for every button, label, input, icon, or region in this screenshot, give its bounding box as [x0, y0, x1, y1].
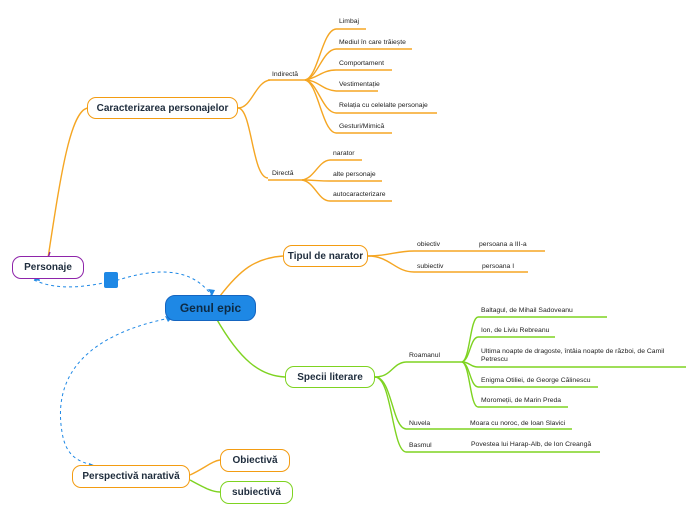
roman-item[interactable]: Ultima noapte de dragoste, întâia noapte…: [481, 348, 665, 363]
topic-personaje[interactable]: Personaje: [12, 256, 84, 279]
subtopic-basmul[interactable]: Basmul: [409, 442, 432, 449]
roman-item[interactable]: Enigma Otiliei, de George Călinescu: [481, 377, 591, 384]
narator-subiectiv-value[interactable]: persoana I: [482, 263, 515, 270]
narator-obiectiv-value[interactable]: persoana a III-a: [479, 241, 527, 248]
basmul-item[interactable]: Povestea lui Harap-Alb, de Ion Creangă: [471, 441, 592, 448]
indirecta-item[interactable]: Vestimentație: [339, 81, 380, 88]
topic-specii-literare[interactable]: Specii literare: [285, 366, 375, 388]
subtopic-indirecta[interactable]: Indirectă: [272, 71, 299, 78]
central-topic[interactable]: Genul epic: [165, 295, 256, 321]
roman-item[interactable]: Ion, de Liviu Rebreanu: [481, 327, 550, 334]
directa-item[interactable]: autocaracterizare: [333, 191, 386, 198]
caracterizarea-label: Caracterizarea personajelor: [96, 102, 229, 114]
indirecta-item[interactable]: Mediul în care trăiește: [339, 39, 406, 46]
relationship-handle[interactable]: [104, 272, 118, 288]
central-topic-label: Genul epic: [179, 301, 242, 315]
nuvela-item[interactable]: Moara cu noroc, de Ioan Slavici: [470, 420, 566, 427]
directa-item[interactable]: narator: [333, 150, 355, 157]
perspectiva-narativa-label: Perspectivă narativă: [82, 471, 180, 482]
directa-item[interactable]: alte personaje: [333, 171, 376, 178]
indirecta-item[interactable]: Limbaj: [339, 18, 360, 25]
narator-obiectiv[interactable]: obiectiv: [417, 241, 441, 248]
subtopic-nuvela[interactable]: Nuvela: [409, 420, 431, 427]
specii-literare-label: Specii literare: [297, 371, 363, 383]
topic-tipul-de-narator[interactable]: Tipul de narator: [283, 245, 368, 267]
indirecta-item[interactable]: Relația cu celelalte personaje: [339, 102, 428, 109]
topic-caracterizarea[interactable]: Caracterizarea personajelor: [87, 97, 238, 119]
tipul-de-narator-label: Tipul de narator: [287, 250, 364, 262]
roman-item[interactable]: Moromeții, de Marin Preda: [481, 397, 562, 404]
obiectiva-label: Obiectivă: [232, 455, 278, 466]
subtopic-subiectiva[interactable]: subiectivă: [220, 481, 293, 504]
subtopic-roamanul[interactable]: Roamanul: [409, 352, 440, 359]
narator-subiectiv[interactable]: subiectiv: [417, 263, 444, 270]
subiectiva-label: subiectivă: [232, 487, 281, 498]
indirecta-item[interactable]: Gesturi/Mimică: [339, 123, 385, 130]
subtopic-obiectiva[interactable]: Obiectivă: [220, 449, 290, 472]
roman-item[interactable]: Baltagul, de Mihail Sadoveanu: [481, 307, 573, 314]
personaje-label: Personaje: [24, 262, 72, 273]
indirecta-item[interactable]: Comportament: [339, 60, 384, 67]
subtopic-directa[interactable]: Directă: [272, 170, 294, 177]
topic-perspectiva-narativa[interactable]: Perspectivă narativă: [72, 465, 190, 488]
